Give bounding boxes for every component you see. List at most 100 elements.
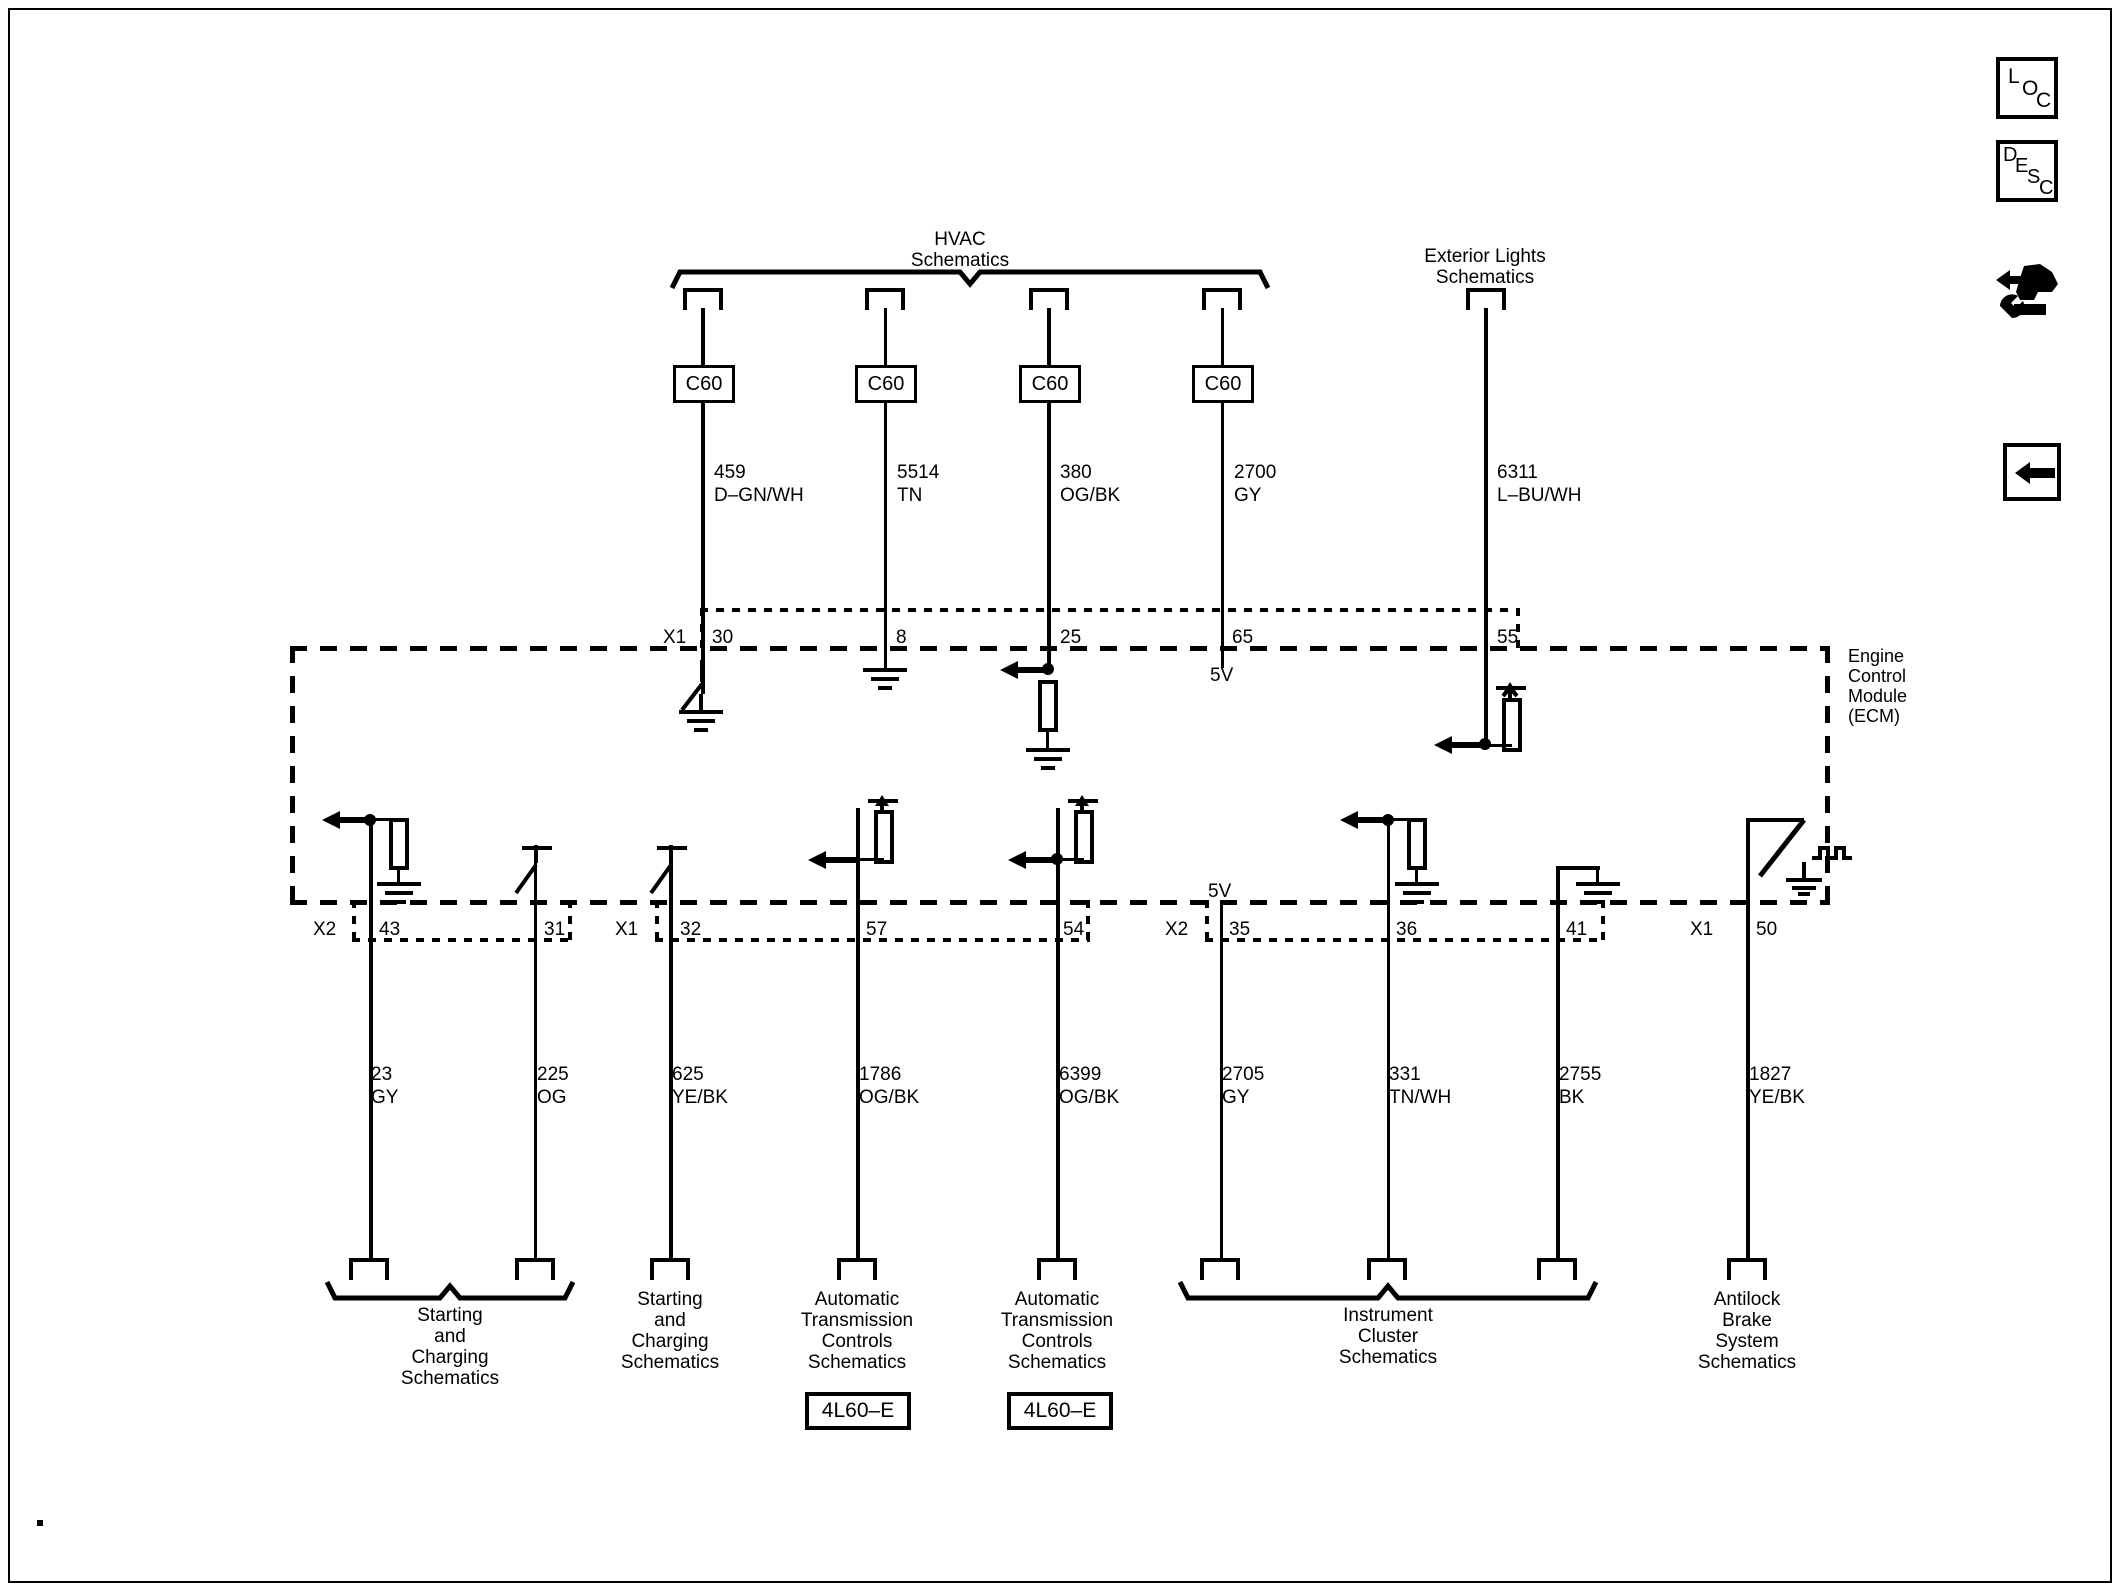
pin-block-x2-right: X2 (1165, 919, 1189, 940)
wire-top-3b (1047, 402, 1051, 668)
auto-trans-label-2-l3: Controls (1021, 1331, 1093, 1352)
ecm-boundary-left (290, 646, 295, 904)
circuit-color-380: OG/BK (1060, 485, 1121, 506)
circuit-color-1827: YE/BK (1749, 1087, 1805, 1108)
resistor-pin55 (1502, 698, 1522, 752)
wire-bottom-4 (856, 808, 860, 1260)
terminal-top-2 (865, 288, 905, 310)
wire-bottom-5 (1056, 808, 1060, 1260)
circuit-color-225: OG (537, 1087, 567, 1108)
pin-number-36: 36 (1396, 919, 1418, 940)
resistor-pin54 (1074, 810, 1094, 864)
auto-trans-label-2-l2: Transmission (1000, 1310, 1114, 1331)
desc-letter-s: S (2027, 166, 2041, 188)
ecm-band-tick-b-right (1086, 900, 1090, 940)
ecm-band-bottom-b (655, 938, 1090, 942)
switch-symbol-pin31 (514, 845, 552, 895)
tag-4l60e-2[interactable]: 4L60–E (1007, 1392, 1113, 1430)
desc-letter-c: C (2039, 177, 2054, 199)
circuit-color-2700: GY (1234, 485, 1262, 506)
input-arrow-pin25 (1000, 661, 1052, 679)
circuit-color-6311: L–BU/WH (1497, 485, 1582, 506)
registration-mark (37, 1520, 43, 1526)
terminal-top-4 (1202, 288, 1242, 310)
starting-charging-label-1-l1: Starting (417, 1305, 483, 1326)
loc-button[interactable]: L O C (1996, 57, 2058, 119)
circuit-number-1786: 1786 (859, 1064, 902, 1085)
starting-charging-label-2-l2: and (654, 1310, 686, 1331)
wire-top-5 (1484, 308, 1488, 668)
circuit-color-23: GY (371, 1087, 399, 1108)
wire-bottom-6 (1220, 900, 1223, 1260)
ecm-band-tick-b-left (655, 900, 659, 940)
connector-c60-3[interactable]: C60 (1019, 365, 1081, 403)
pin-block-x1-top: X1 (663, 627, 687, 648)
circuit-number-625: 625 (672, 1064, 704, 1085)
desc-button[interactable]: D E S C (1996, 140, 2058, 202)
voltage-note-35: 5V (1208, 881, 1232, 902)
troubleshoot-icon[interactable] (1994, 262, 2072, 332)
resistor-pin25 (1038, 680, 1058, 732)
terminal-bottom-6 (1200, 1258, 1240, 1280)
instrument-cluster-label-l3: Schematics (1338, 1347, 1438, 1368)
instrument-cluster-label-l1: Instrument (1343, 1305, 1433, 1326)
pin-number-32: 32 (680, 919, 702, 940)
wire-pin30-stub (701, 660, 705, 694)
wire-pin43-join (371, 818, 399, 821)
wire-pin36-gnd (1415, 868, 1418, 884)
starting-charging-bracket-1 (324, 1280, 576, 1301)
connector-c60-2[interactable]: C60 (855, 365, 917, 403)
terminal-bottom-3 (650, 1258, 690, 1280)
page-border (8, 8, 2112, 1583)
ground-symbol-pin25 (1026, 748, 1070, 774)
input-arrow-pin43 (322, 811, 374, 829)
ground-symbol-pin43 (377, 882, 421, 908)
pin-number-25: 25 (1060, 627, 1082, 648)
ecm-boundary-bottom (290, 900, 1830, 905)
hvac-group-label-line2: Schematics (910, 250, 1010, 271)
ecm-band-tick-a-right (568, 900, 572, 940)
tag-4l60e-1[interactable]: 4L60–E (805, 1392, 911, 1430)
junction-dot-pin54 (1051, 853, 1063, 865)
pin-block-x1-right: X1 (1690, 919, 1714, 940)
wire-pin36-join (1389, 818, 1417, 821)
hvac-group-label-line1: HVAC (934, 229, 986, 250)
voltage-note-65: 5V (1210, 665, 1234, 686)
circuit-number-225: 225 (537, 1064, 569, 1085)
auto-trans-label-2-l4: Schematics (1007, 1352, 1107, 1373)
connector-c60-4[interactable]: C60 (1192, 365, 1254, 403)
ground-symbol-pin41 (1576, 882, 1620, 908)
input-arrow-pin57 (808, 851, 860, 869)
terminal-bottom-4 (837, 1258, 877, 1280)
pin-number-8: 8 (896, 627, 907, 648)
wire-pin25-gnd (1046, 730, 1049, 750)
wire-bottom-1 (369, 820, 373, 1260)
circuit-number-5514: 5514 (897, 462, 940, 483)
switch-symbol-pin32 (649, 845, 687, 895)
circuit-color-5514: TN (897, 485, 923, 506)
terminal-bottom-8 (1537, 1258, 1577, 1280)
pin-number-41: 41 (1566, 919, 1588, 940)
wire-pin41-join (1556, 866, 1600, 870)
output-arrow-pin55 (1434, 736, 1486, 754)
pin-number-65: 65 (1232, 627, 1254, 648)
terminal-bottom-9 (1727, 1258, 1767, 1280)
pin-number-43: 43 (379, 919, 401, 940)
abs-label-l1: Antilock (1713, 1289, 1781, 1310)
auto-trans-label-1-l2: Transmission (800, 1310, 914, 1331)
starting-charging-label-2-l3: Charging (631, 1331, 709, 1352)
wire-top-1b (701, 402, 705, 684)
ecm-band-tick-c-left (1205, 900, 1209, 940)
back-button[interactable] (2003, 443, 2061, 501)
loc-letter-o: O (2022, 77, 2039, 100)
ecm-band-bottom-c (1205, 938, 1605, 942)
ecm-band-tick-c-right (1601, 900, 1605, 940)
abs-label-l3: System (1715, 1331, 1779, 1352)
connector-c60-1[interactable]: C60 (673, 365, 735, 403)
wire-top-3a (1047, 308, 1051, 368)
ecm-connector-band-top (700, 608, 1520, 612)
instrument-cluster-label-l2: Cluster (1357, 1326, 1419, 1347)
ground-symbol-pin36 (1395, 882, 1439, 908)
wire-bottom-3 (669, 860, 673, 1260)
